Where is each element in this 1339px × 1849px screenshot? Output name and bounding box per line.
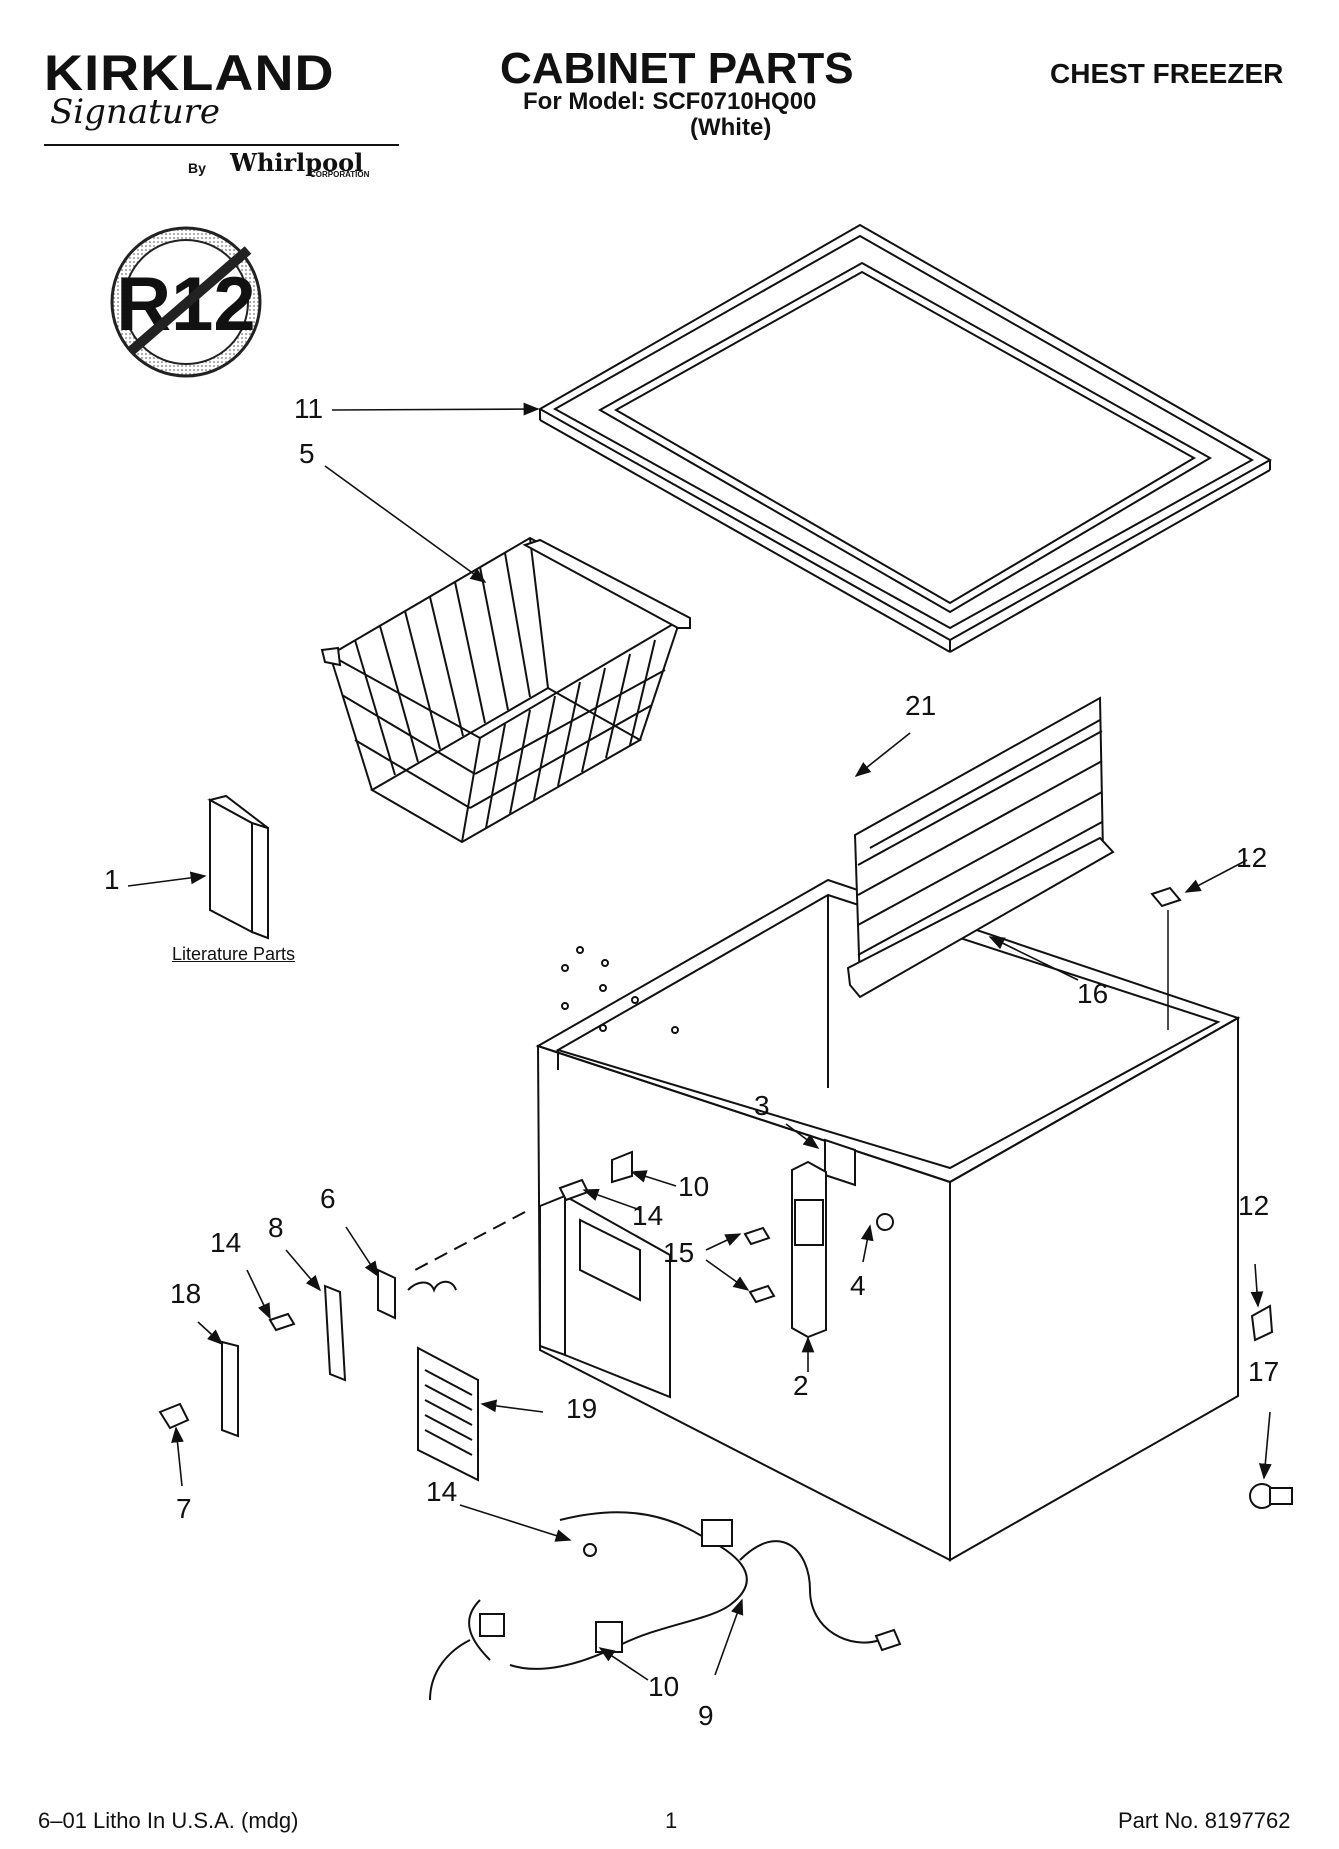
color-line: (White) xyxy=(690,114,772,141)
callout-9: 9 xyxy=(698,1700,714,1731)
brand-logo-whirlpool: Whirlpool xyxy=(230,148,364,177)
callout-6: 6 xyxy=(320,1183,336,1214)
callout-2: 2 xyxy=(793,1370,809,1401)
callout-3: 3 xyxy=(754,1090,770,1121)
callout-14-mid: 14 xyxy=(632,1200,664,1231)
callout-19: 19 xyxy=(566,1393,598,1424)
freezer-cabinet xyxy=(538,880,1238,1560)
brand-rule xyxy=(44,144,399,146)
callout-10-bottom: 10 xyxy=(648,1671,680,1702)
callout-12-top: 12 xyxy=(1236,842,1268,873)
drain-plug xyxy=(1250,1484,1292,1508)
wire-basket xyxy=(322,538,690,842)
label-12-top xyxy=(1152,888,1180,906)
footer-part-number: Part No. 8197762 xyxy=(1118,1808,1291,1833)
label-12-side xyxy=(1252,1306,1272,1340)
callout-11: 11 xyxy=(294,393,324,424)
callout-1: 1 xyxy=(104,864,120,895)
literature-parts-label: Literature Parts xyxy=(172,944,296,964)
callout-5: 5 xyxy=(299,438,315,469)
brand-by-label: By xyxy=(188,160,206,176)
no-r12-badge: R12 xyxy=(112,228,260,376)
hinge-assembly xyxy=(560,1140,893,1337)
lid-frame xyxy=(540,225,1270,652)
callout-7: 7 xyxy=(176,1493,192,1524)
callout-15: 15 xyxy=(663,1237,695,1268)
product-type: CHEST FREEZER xyxy=(1050,58,1284,89)
callout-14-left: 14 xyxy=(210,1227,242,1258)
callout-4: 4 xyxy=(850,1270,866,1301)
callout-18: 18 xyxy=(170,1278,202,1309)
leader-lines xyxy=(128,402,1272,1680)
callout-12-side: 12 xyxy=(1238,1190,1270,1221)
brand-logo-kirkland: KIRKLAND xyxy=(44,45,335,101)
literature-booklet xyxy=(210,796,268,938)
footer-print-info: 6–01 Litho In U.S.A. (mdg) xyxy=(38,1808,299,1833)
callout-8: 8 xyxy=(268,1212,284,1243)
callout-14-bottom: 14 xyxy=(426,1476,458,1507)
divider-panel xyxy=(848,698,1113,997)
brand-logo-signature: Signature xyxy=(50,92,221,132)
brand-corporation-label: CORPORATION xyxy=(310,170,370,179)
model-line: For Model: SCF0710HQ00 xyxy=(523,88,817,115)
control-components xyxy=(160,1212,525,1480)
page-title: CABINET PARTS xyxy=(500,44,854,93)
callout-17: 17 xyxy=(1248,1356,1280,1387)
callout-16: 16 xyxy=(1077,978,1109,1009)
footer-page-number: 1 xyxy=(665,1808,678,1833)
callout-10-top: 10 xyxy=(678,1171,710,1202)
callout-21: 21 xyxy=(905,690,937,721)
